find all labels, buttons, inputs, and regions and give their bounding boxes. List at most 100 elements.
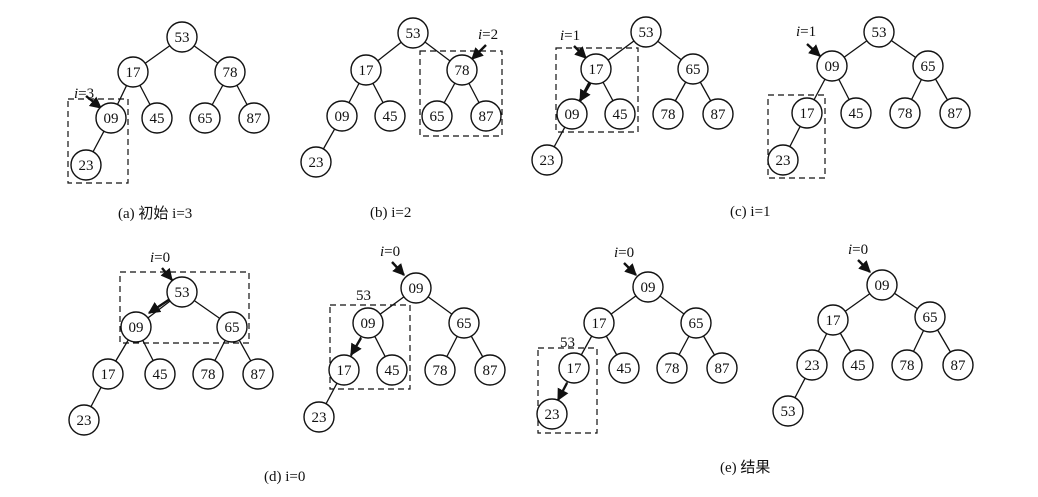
node-circle — [630, 16, 662, 48]
tree-d2-node: 78 — [424, 354, 456, 386]
node-value: 87 — [715, 361, 731, 377]
node-value: 23 — [312, 410, 327, 426]
tree-d2-node: 17 — [328, 354, 360, 386]
nodes-layer: 53 17 78 09 45 65 87 23 53 17 78 09 45 65 87 23 53 17 65 09… — [68, 16, 974, 436]
node-value: 53 — [872, 25, 887, 41]
arrow-d2 — [391, 261, 405, 276]
arrow-e1 — [623, 262, 637, 276]
tree-e2-node: 78 — [891, 349, 923, 381]
annotation-a-i: i=3 — [74, 86, 94, 102]
node-circle — [117, 56, 149, 88]
node-circle — [702, 98, 734, 130]
node-value: 23 — [540, 153, 555, 169]
node-circle — [474, 354, 506, 386]
tree-c2-node: 17 — [791, 97, 823, 129]
node-value: 78 — [433, 363, 448, 379]
tree-c2-node: 45 — [840, 97, 872, 129]
node-value: 17 — [567, 361, 583, 377]
node-circle — [677, 53, 709, 85]
node-value: 78 — [201, 367, 216, 383]
tree-a-node: 23 — [70, 149, 102, 181]
tree-c2-node: 87 — [939, 97, 971, 129]
node-value: 65 — [921, 59, 936, 75]
tree-d2-node: 09 — [352, 307, 384, 339]
box-c1 — [555, 47, 639, 133]
tree-b-node: 23 — [300, 146, 332, 178]
node-circle — [817, 304, 849, 336]
node-value: 87 — [711, 107, 727, 123]
tree-d1-node: 53 — [166, 276, 198, 308]
annotation-e2-i: i=0 — [848, 242, 868, 258]
node-value: 45 — [150, 111, 165, 127]
node-value: 65 — [923, 310, 938, 326]
node-value: 87 — [479, 109, 495, 125]
node-circle — [424, 354, 456, 386]
node-circle — [791, 97, 823, 129]
node-value: 53 — [175, 30, 190, 46]
node-value: 87 — [483, 363, 499, 379]
tree-e2-node: 65 — [914, 301, 946, 333]
node-circle — [558, 352, 590, 384]
node-circle — [166, 21, 198, 53]
tree-d1-node: 45 — [144, 358, 176, 390]
tree-c1-node: 23 — [531, 144, 563, 176]
tree-e1-node: 17 — [583, 307, 615, 339]
annotation-c1-i: i=1 — [560, 28, 580, 44]
arrow-c1 — [573, 45, 587, 59]
node-circle — [303, 401, 335, 433]
annotation-b-i: i=2 — [478, 27, 498, 43]
node-circle — [326, 100, 358, 132]
node-value: 09 — [565, 107, 580, 123]
node-circle — [374, 100, 406, 132]
annotation-c2-i: i=1 — [796, 24, 816, 40]
tree-c1-node: 17 — [580, 53, 612, 85]
tree-a-node: 78 — [214, 56, 246, 88]
node-circle — [796, 349, 828, 381]
annotation-d1-i: i=0 — [150, 250, 170, 266]
tree-e2-node: 09 — [866, 269, 898, 301]
tree-c1-node: 53 — [630, 16, 662, 48]
tree-d1-node: 17 — [92, 358, 124, 390]
caption-cap-a: (a) 初始 i=3 — [118, 205, 192, 222]
tree-c1-node: 45 — [604, 98, 636, 130]
node-circle — [912, 50, 944, 82]
node-circle — [70, 149, 102, 181]
node-value: 09 — [641, 280, 656, 296]
node-value: 78 — [900, 358, 915, 374]
annotation-d2-53: 53 — [356, 288, 371, 304]
tree-a-node: 45 — [141, 102, 173, 134]
node-value: 78 — [898, 106, 913, 122]
node-circle — [141, 102, 173, 134]
node-circle — [866, 269, 898, 301]
tree-d2-node: 09 — [400, 272, 432, 304]
tree-b-node: 78 — [446, 54, 478, 86]
node-value: 65 — [686, 62, 701, 78]
node-value: 53 — [175, 285, 190, 301]
node-value: 17 — [337, 363, 353, 379]
node-value: 23 — [776, 153, 791, 169]
tree-e1-node: 78 — [656, 352, 688, 384]
node-value: 45 — [849, 106, 864, 122]
node-circle — [840, 97, 872, 129]
node-circle — [842, 349, 874, 381]
tree-c2-node: 78 — [889, 97, 921, 129]
arrow-c2 — [806, 43, 821, 57]
node-value: 65 — [198, 111, 213, 127]
node-circle — [772, 395, 804, 427]
tree-b-node: 17 — [350, 54, 382, 86]
node-circle — [891, 349, 923, 381]
node-circle — [531, 144, 563, 176]
node-value: 53 — [639, 25, 654, 41]
node-circle — [767, 144, 799, 176]
node-circle — [652, 98, 684, 130]
node-value: 23 — [805, 358, 820, 374]
captions-layer: (a) 初始 i=3(b) i=2(c) i=1(d) i=0(e) 结果 — [118, 204, 771, 485]
tree-e1-node: 17 — [558, 352, 590, 384]
tree-e1-node: 23 — [536, 398, 568, 430]
tree-d2-node: 45 — [376, 354, 408, 386]
tree-e1-node: 65 — [680, 307, 712, 339]
tree-c2-node: 65 — [912, 50, 944, 82]
node-value: 45 — [613, 107, 628, 123]
caption-cap-b: (b) i=2 — [370, 205, 411, 221]
